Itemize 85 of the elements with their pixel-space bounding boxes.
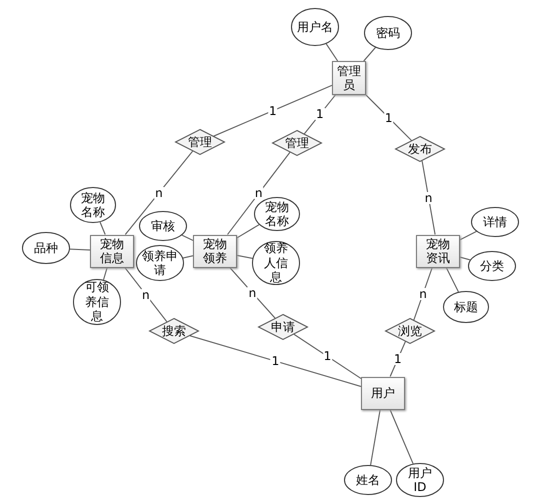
connector-line bbox=[390, 409, 414, 464]
cardinality-label: 1 bbox=[315, 108, 325, 120]
attribute-ellipse bbox=[364, 16, 412, 50]
connector-line bbox=[304, 94, 336, 134]
connector-line bbox=[370, 409, 381, 466]
attribute-name: 领养人信息 bbox=[263, 241, 289, 285]
connector-line bbox=[124, 267, 168, 322]
cardinality-label: n bbox=[141, 288, 151, 301]
relationship-diamond bbox=[175, 129, 225, 155]
relationship-diamond bbox=[385, 318, 435, 344]
connector-line bbox=[366, 94, 412, 141]
attribute-name: 密码 bbox=[376, 26, 400, 40]
attribute-name: 姓名 bbox=[356, 472, 380, 488]
connector-line bbox=[69, 248, 90, 250]
connector-line bbox=[236, 224, 260, 238]
relationship-name: 管理 bbox=[188, 134, 212, 150]
connector-line bbox=[294, 334, 362, 379]
attribute-ellipse bbox=[254, 197, 300, 231]
entity-box bbox=[361, 376, 405, 410]
attribute-name: 宠物名称 bbox=[80, 190, 106, 220]
attribute-ellipse bbox=[291, 8, 339, 46]
connector-line bbox=[446, 267, 459, 292]
attribute-name: 品种 bbox=[34, 240, 58, 256]
cardinality-label: 1 bbox=[384, 112, 394, 124]
entity-name: 管理员 bbox=[336, 64, 362, 92]
relationship-name: 浏览 bbox=[398, 324, 422, 338]
attribute-name: 领养申请 bbox=[142, 248, 178, 278]
entity-name: 宠物信息 bbox=[99, 236, 125, 266]
connector-line bbox=[213, 84, 332, 137]
cardinality-label: n bbox=[154, 186, 164, 199]
attribute-name: 可领养信息 bbox=[84, 280, 110, 324]
cardinality-label: 1 bbox=[270, 355, 280, 368]
attribute-ellipse bbox=[396, 463, 444, 497]
cardinality-label: n bbox=[418, 288, 428, 300]
connector-line bbox=[100, 222, 106, 235]
attribute-ellipse bbox=[471, 207, 519, 237]
cardinality-label: n bbox=[248, 286, 258, 299]
relationship-diamond bbox=[272, 130, 322, 156]
connector-line bbox=[227, 152, 290, 235]
attribute-name: 审核 bbox=[151, 218, 175, 234]
attribute-ellipse bbox=[344, 465, 392, 495]
connector-line bbox=[460, 230, 477, 240]
entity-box bbox=[193, 234, 237, 268]
attribute-ellipse bbox=[70, 187, 116, 223]
connector-line bbox=[413, 267, 433, 320]
attribute-ellipse bbox=[139, 211, 187, 241]
relationship-name: 申请 bbox=[271, 320, 295, 334]
connector-line bbox=[236, 254, 254, 259]
relationship-name: 搜索 bbox=[162, 324, 186, 338]
connector-line bbox=[103, 267, 108, 280]
entity-name: 宠物领养 bbox=[202, 236, 228, 266]
cardinality-label: 1 bbox=[322, 350, 332, 362]
relationship-diamond bbox=[395, 136, 445, 162]
attribute-ellipse bbox=[443, 291, 489, 323]
connector-line bbox=[363, 47, 376, 62]
attribute-name: 标题 bbox=[454, 300, 478, 314]
relationship-diamond bbox=[258, 314, 308, 340]
cardinality-label: n bbox=[424, 192, 434, 204]
entity-box bbox=[90, 234, 134, 268]
attribute-name: 用户名 bbox=[297, 20, 333, 34]
attribute-ellipse bbox=[73, 279, 121, 325]
connector-line bbox=[182, 234, 194, 241]
attribute-ellipse bbox=[252, 241, 300, 285]
attribute-name: 详情 bbox=[483, 214, 507, 230]
connector-line bbox=[124, 150, 194, 235]
attribute-name: 分类 bbox=[480, 258, 504, 274]
cardinality-label: 1 bbox=[392, 353, 403, 366]
relationship-name: 发布 bbox=[408, 142, 432, 156]
connector-line bbox=[182, 255, 194, 258]
cardinality-label: n bbox=[254, 187, 264, 200]
relationship-diamond bbox=[149, 318, 199, 344]
connector-line bbox=[326, 43, 338, 62]
relationship-name: 管理 bbox=[285, 136, 309, 150]
attribute-ellipse bbox=[22, 232, 70, 264]
attribute-ellipse bbox=[136, 245, 184, 281]
attribute-name: 宠物名称 bbox=[264, 200, 290, 228]
entity-name: 用户 bbox=[371, 386, 395, 400]
entity-box bbox=[416, 234, 460, 268]
connector-line bbox=[422, 160, 436, 235]
cardinality-label: 1 bbox=[268, 104, 278, 117]
attribute-ellipse bbox=[468, 251, 516, 281]
entity-name: 宠物资讯 bbox=[425, 236, 451, 266]
attribute-name: 用户ID bbox=[407, 466, 433, 494]
connector-line bbox=[460, 256, 471, 260]
connector-line bbox=[189, 335, 362, 387]
